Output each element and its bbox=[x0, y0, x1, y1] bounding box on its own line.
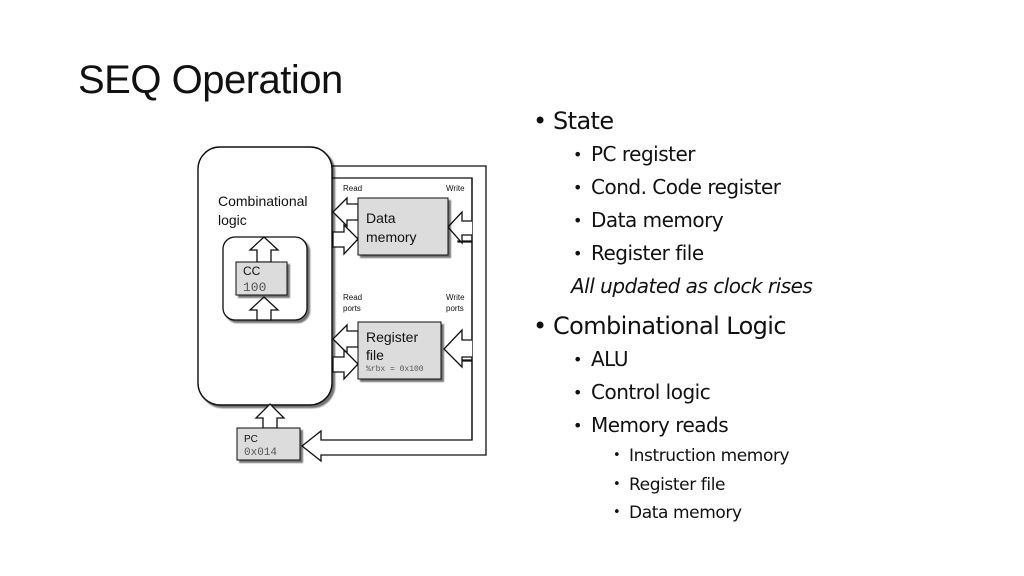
bullet-state-item: Data memory bbox=[533, 204, 812, 237]
bullet-state-item: Register file bbox=[533, 237, 812, 270]
state-note: All updated as clock rises bbox=[571, 274, 813, 298]
register-file-read-arrow bbox=[332, 323, 359, 355]
register-file-write-arrow bbox=[332, 348, 359, 381]
bullet-combinational-item: Memory reads bbox=[533, 409, 812, 442]
cc-input-arrow bbox=[248, 296, 280, 321]
bullet-combinational-item: Control logic bbox=[533, 376, 812, 409]
bullet-state-item: PC register bbox=[533, 138, 812, 171]
pc-value: 0x014 bbox=[244, 447, 277, 459]
feedback-arrow-outer bbox=[300, 165, 487, 463]
register-file-read-label-2: ports bbox=[343, 304, 361, 313]
bullet-list: State PC register Cond. Code register Da… bbox=[533, 104, 813, 528]
combinational-logic-label-2: logic bbox=[218, 212, 247, 228]
register-file-value: %rbx = 0x100 bbox=[366, 365, 424, 374]
data-memory-write-label: Write bbox=[446, 184, 465, 193]
cc-output-arrow bbox=[248, 236, 280, 263]
combinational-logic-label: Combinational bbox=[218, 193, 308, 209]
bullet-state-item: Cond. Code register bbox=[533, 171, 812, 204]
bullet-memory-read-item: Instruction memory bbox=[533, 442, 812, 471]
cc-register bbox=[235, 261, 288, 296]
data-memory-read-label: Read bbox=[343, 184, 362, 193]
data-memory-box bbox=[357, 197, 449, 256]
pc-register bbox=[236, 427, 301, 461]
bullet-memory-read-item: Data memory bbox=[533, 499, 812, 528]
register-file-box bbox=[357, 321, 442, 380]
register-file-label-2: file bbox=[366, 347, 384, 363]
slide-title: SEQ Operation bbox=[78, 58, 343, 102]
bullet-combinational-item: ALU bbox=[533, 343, 812, 376]
register-file-write-label-2: ports bbox=[446, 304, 464, 313]
data-memory-label-2: memory bbox=[366, 229, 417, 245]
data-memory-label: Data bbox=[366, 210, 396, 226]
pc-label: PC bbox=[244, 434, 258, 445]
bullet-memory-read-item: Register file bbox=[533, 471, 812, 500]
register-file-write-label: Write bbox=[446, 293, 465, 302]
register-file-label: Register bbox=[366, 329, 418, 345]
register-file-read-label: Read bbox=[343, 293, 362, 302]
pc-output-arrow bbox=[254, 403, 286, 429]
cc-label: CC bbox=[243, 264, 261, 278]
data-memory-write-arrow bbox=[332, 223, 359, 256]
data-memory-read-arrow bbox=[332, 196, 359, 228]
bullet-state: State bbox=[533, 104, 812, 138]
bullet-combinational-logic: Combinational Logic bbox=[533, 309, 812, 343]
cc-value: 100 bbox=[243, 280, 266, 295]
